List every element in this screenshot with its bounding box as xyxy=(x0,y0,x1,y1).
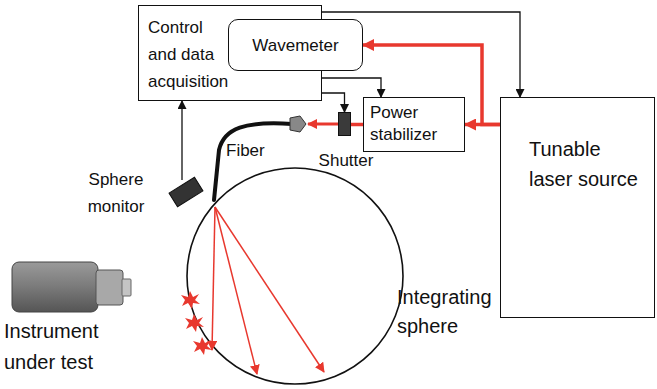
node-text: Control and data acquisition xyxy=(148,14,234,95)
sphere-label: Integrating sphere xyxy=(397,283,517,341)
wavemeter-box: Wavemeter xyxy=(228,19,363,71)
control-arrow xyxy=(322,78,381,97)
sphere-monitor: Sphere monitor xyxy=(170,180,202,204)
beam xyxy=(308,123,338,126)
beam-arrow xyxy=(351,123,363,127)
node-text: Tunable laser source xyxy=(529,134,639,194)
shutter-block: Shutter xyxy=(338,112,351,136)
laser-source-box: Tunable laser source xyxy=(500,97,655,318)
monitor-shape xyxy=(170,180,202,204)
light-rays xyxy=(212,207,324,374)
instrument-camera xyxy=(12,262,131,312)
control-arrow xyxy=(181,101,182,180)
power-stabilizer-box: Power stabilizer xyxy=(363,97,465,152)
instrument-label: Instrument under test xyxy=(4,316,154,378)
fiber-label: Fiber xyxy=(226,141,276,161)
node-text: Power stabilizer xyxy=(370,102,458,146)
optical-fiber xyxy=(214,123,292,200)
integrating-sphere xyxy=(187,168,403,384)
emission-bursts xyxy=(181,291,212,355)
node-text: Sphere monitor xyxy=(70,166,162,220)
node-text: Wavemeter xyxy=(252,35,338,56)
node-text: Shutter xyxy=(309,151,383,171)
fiber-connector xyxy=(290,116,306,132)
control-arrow xyxy=(322,93,345,112)
